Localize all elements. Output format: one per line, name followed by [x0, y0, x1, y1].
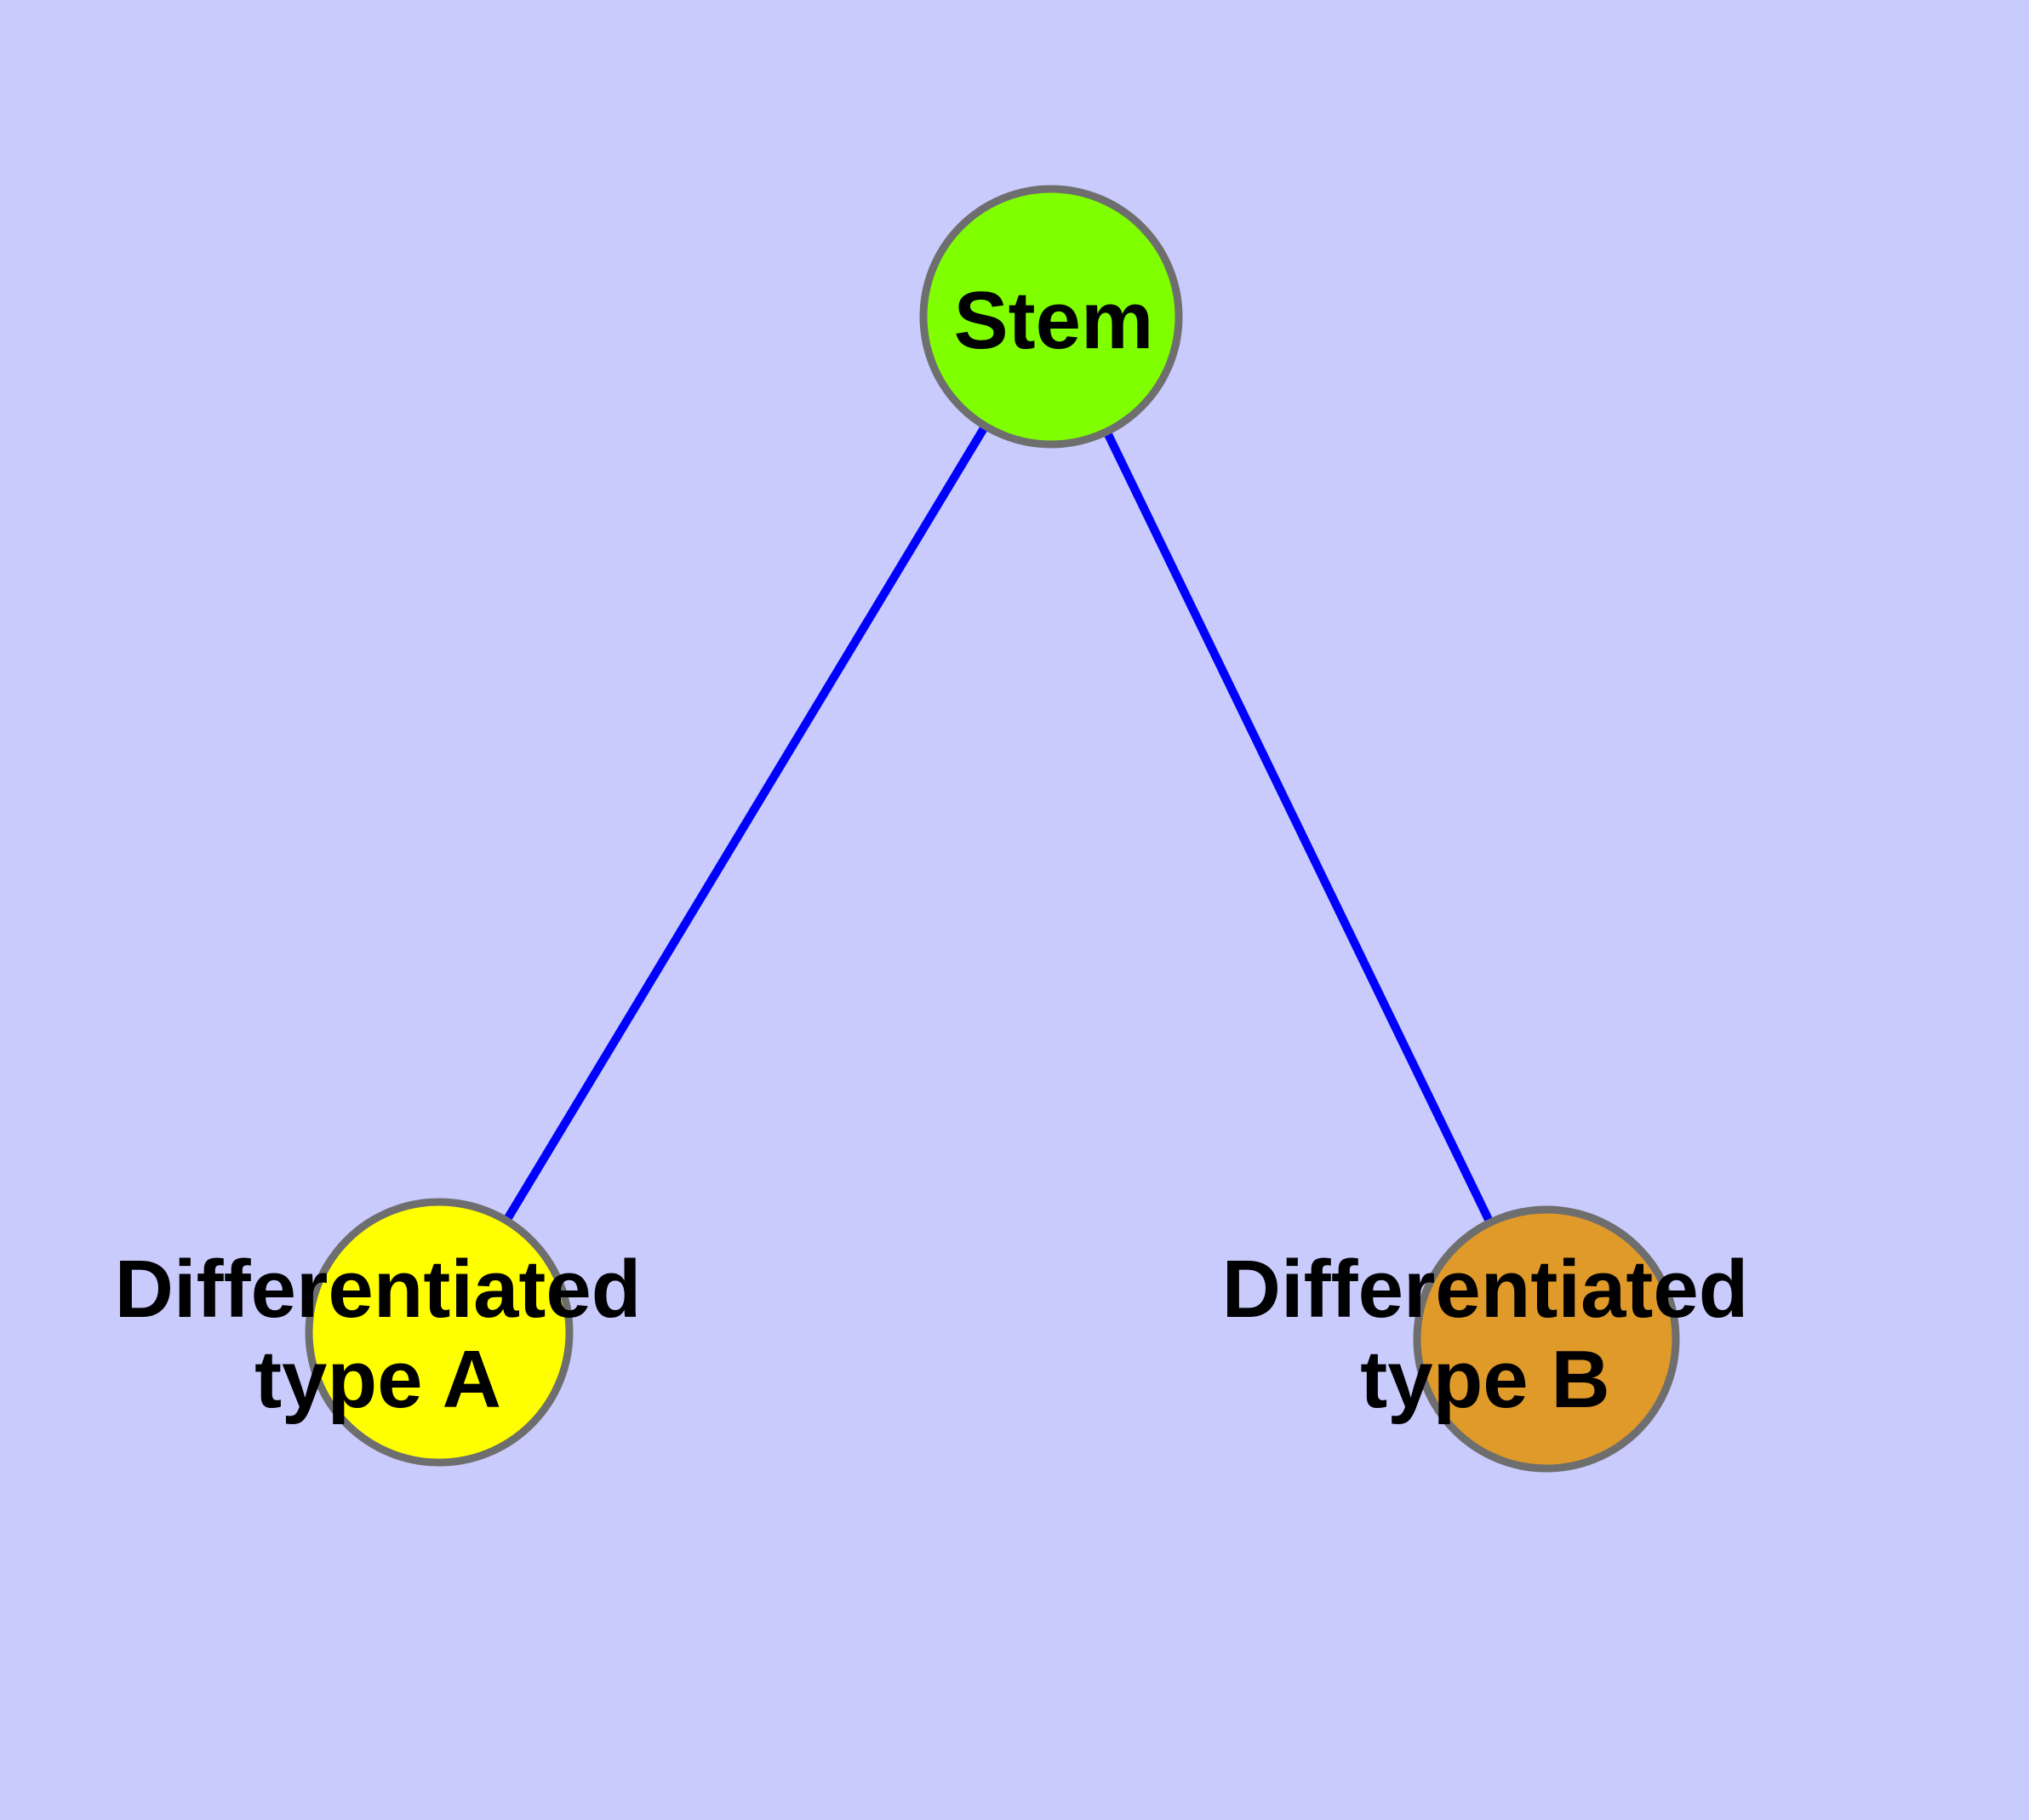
node-differentiated-type-a-circle[interactable] [305, 1198, 574, 1467]
edge-stem-to-diff-b[interactable] [1047, 314, 1551, 1342]
edges-layer [435, 314, 1551, 1342]
edge-stem-to-diff-a[interactable] [435, 314, 1055, 1335]
node-stem-label: Stem [954, 275, 1154, 366]
node-stem-circle[interactable] [919, 185, 1183, 449]
node-stem[interactable]: Stem [919, 185, 1183, 449]
node-differentiated-type-b-circle[interactable] [1413, 1205, 1680, 1473]
